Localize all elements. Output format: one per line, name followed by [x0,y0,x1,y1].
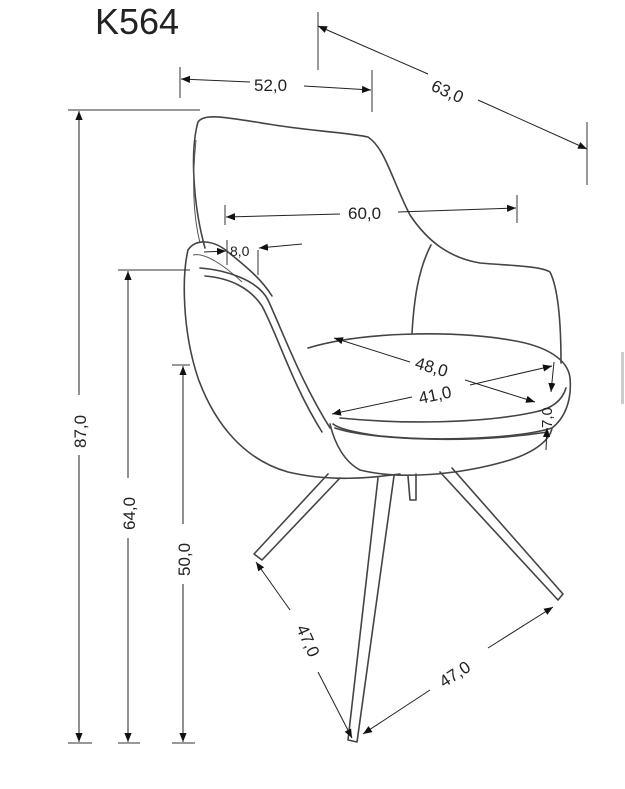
dim-leg-span-left-label: 47,0 [292,622,323,660]
model-title: K564 [95,1,179,42]
chair-legs [253,467,564,743]
dim-leg-span-right-label: 47,0 [436,657,474,691]
chair-front-body [183,249,401,480]
dim-depth-label: 63,0 [428,76,466,107]
dim-arm-height-label: 64,0 [120,497,139,530]
leg-back-right [439,467,564,601]
chair-outline [183,116,572,480]
dimension-lines [68,12,588,744]
dim-inner-width-label: 60,0 [348,204,381,223]
dim-seat-depth-label: 48,0 [413,354,450,381]
dim-seat-width-label: 41,0 [417,382,453,407]
dimension-labels: 52,0 63,0 60,0 8,0 48,0 41,0 7,0 87,0 64… [71,76,556,691]
leg-front-right [347,475,395,743]
dim-arm-width-label: 8,0 [230,243,250,259]
leg-back-left [407,473,417,501]
right-armrest [411,244,432,334]
dim-width-top-label: 52,0 [254,76,287,95]
dim-seat-thickness-label: 7,0 [539,407,556,428]
scrollbar-indicator[interactable] [621,352,624,404]
left-armrest [187,241,273,297]
dim-total-height-label: 87,0 [71,415,90,448]
leg-front-left [253,473,341,561]
chair-back-shell [192,116,562,364]
dim-seat-height-label: 50,0 [175,543,194,576]
